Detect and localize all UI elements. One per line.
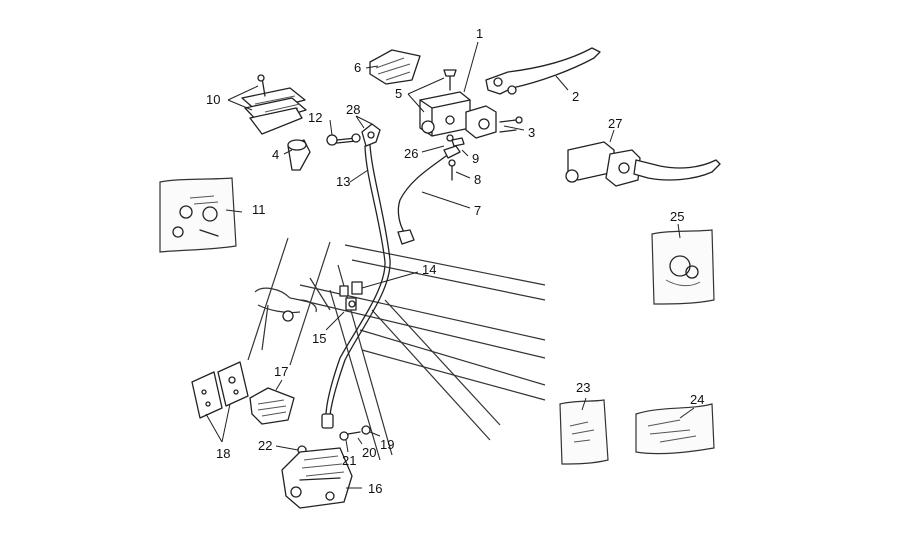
callout-16: 16 xyxy=(368,481,382,496)
switch-cable-part xyxy=(397,155,447,245)
callout-13: 13 xyxy=(336,174,350,189)
callout-15: 15 xyxy=(312,331,326,346)
callout-21: 21 xyxy=(342,453,356,468)
callout-labels: 1 2 3 4 5 6 7 8 9 10 11 12 13 14 15 16 1… xyxy=(206,26,704,496)
callout-3: 3 xyxy=(528,125,535,140)
reservoir-cover-part xyxy=(369,49,421,85)
callout-14: 14 xyxy=(422,262,436,277)
brake-pads-part xyxy=(191,361,249,419)
callout-23: 23 xyxy=(576,380,590,395)
master-cylinder-part xyxy=(419,69,497,142)
callout-24: 24 xyxy=(690,392,704,407)
brake-caliper-part xyxy=(281,447,353,509)
callout-12: 12 xyxy=(308,110,322,125)
master-cylinder-assembly-part xyxy=(565,141,721,187)
brake-hose-part xyxy=(321,144,391,429)
repair-kit-bag-part xyxy=(651,229,715,305)
callout-17: 17 xyxy=(274,364,288,379)
callout-2: 2 xyxy=(572,89,579,104)
brake-lever-part xyxy=(485,47,601,95)
callout-28: 28 xyxy=(346,102,360,117)
callout-10: 10 xyxy=(206,92,220,107)
callout-25: 25 xyxy=(670,209,684,224)
pad-kit-bag-part xyxy=(635,403,715,455)
callout-5: 5 xyxy=(395,86,402,101)
callout-20: 20 xyxy=(362,445,376,460)
callout-19: 19 xyxy=(380,437,394,452)
pad-spring-part xyxy=(249,387,295,425)
hose-clip-part xyxy=(339,281,363,311)
seal-kit-bag-part xyxy=(159,177,237,253)
callout-8: 8 xyxy=(474,172,481,187)
leader-lines xyxy=(205,41,695,489)
gasket-set-part xyxy=(241,74,307,135)
callout-27: 27 xyxy=(608,116,622,131)
rubber-boot-part xyxy=(287,139,311,171)
callout-1: 1 xyxy=(476,26,483,41)
bolt-kit-bag-part xyxy=(559,399,609,465)
callout-6: 6 xyxy=(354,60,361,75)
callout-7: 7 xyxy=(474,203,481,218)
banjo-bolt-part xyxy=(326,123,381,147)
callout-11: 11 xyxy=(252,202,266,217)
frame-tubes xyxy=(247,237,546,461)
callout-9: 9 xyxy=(472,151,479,166)
callout-22: 22 xyxy=(258,438,272,453)
brake-switch-part xyxy=(443,137,465,181)
callout-4: 4 xyxy=(272,147,279,162)
clamp-screws-part xyxy=(499,116,523,133)
callout-26: 26 xyxy=(404,146,418,161)
callout-18: 18 xyxy=(216,446,230,461)
